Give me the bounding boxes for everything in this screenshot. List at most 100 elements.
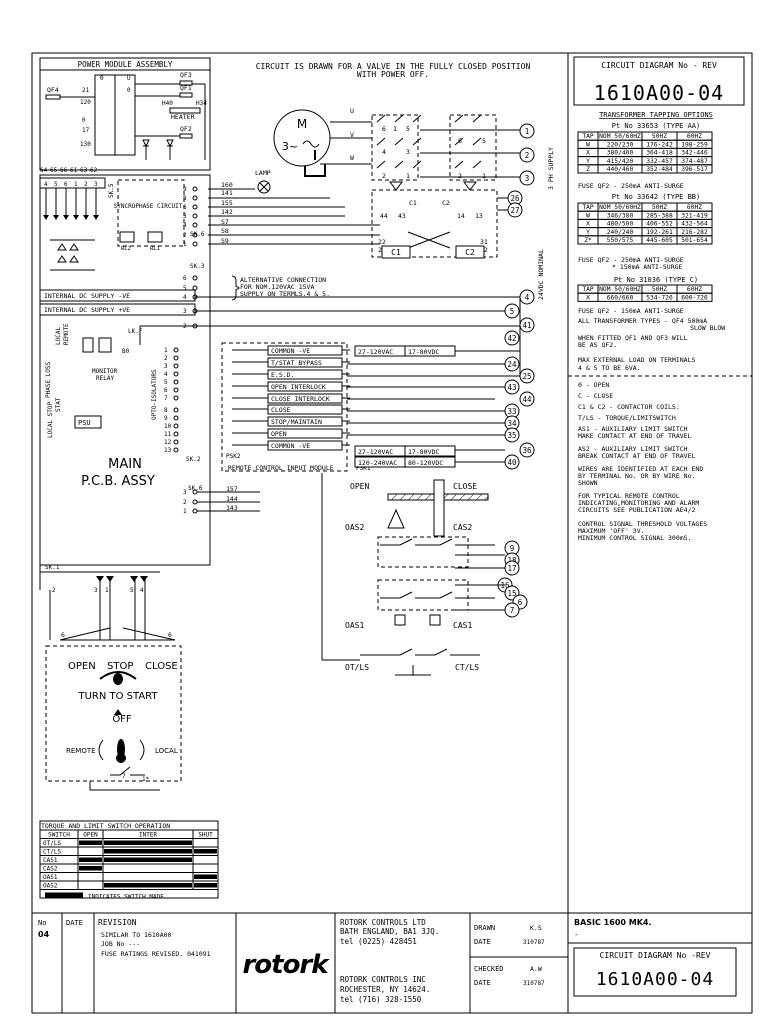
note-typical-1: FOR TYPICAL REMOTE CONTROL [578,492,680,500]
table-cell [676,292,713,302]
connector-pin [192,195,198,201]
label-h40: H40 [162,100,173,107]
table-header-cell: 60HZ [687,133,702,140]
pm-label-u: U [127,75,131,82]
relay-rl1: RL1 [150,246,160,252]
switch-made-bar [194,883,217,888]
wire-142: 142 [221,208,233,216]
sk6-wire-label: 157 [226,485,238,493]
connector-pin [173,371,179,377]
terminal-number: 7 [510,606,515,615]
note-tls: T/LS - TORQUE/LIMITSWITCH [578,414,676,422]
switch-table-legend: INDICATES SWITCH MADE [88,894,164,901]
sk2-label: SK.2 [186,456,201,463]
table-header-cell: NOM 50/60HZ [599,133,641,140]
table-value-cell: 534-726 [646,294,673,301]
selector-remote: REMOTE [66,747,96,755]
pin-61: 61 [70,167,78,174]
revision-line-2: JOB No --- [101,940,140,948]
psk2-label: PSK2 [226,453,241,460]
local-stop: LOCAL STOP [47,401,54,438]
local-label: LOCAL [55,327,62,345]
c1-contact-1b: 1 [406,172,410,180]
c1-contact-4: 4 [382,148,386,156]
header-note-line-1: CIRCUIT IS DRAWN FOR A VALVE IN THE FULL… [256,62,531,71]
psk1-label: PSK1 [356,465,371,472]
terminal-number: 2 [525,151,530,160]
date-label: DATE [66,919,83,927]
checked-value: A.W [530,965,542,973]
wire-s7: S7 [221,218,229,226]
relay-rl2: RL2 [121,246,131,252]
transformer-title: TRANSFORMER TAPPING OPTIONS [599,111,713,119]
no-value: 04 [38,930,50,939]
note-typical-3: CIRCUITS SEE PUBLICATION AE4/2 [578,506,695,514]
pin-66: 66 [60,167,68,174]
company-us-3: tel (716) 328-1550 [340,995,422,1004]
no-label: No [38,919,46,927]
pin-top-4: 4 [44,181,48,188]
phase-loss: PHASE LOSS [45,361,52,398]
terminal-27 [507,202,523,218]
switch-made-bar [104,840,192,845]
table-value-cell: 304-418 [646,150,673,157]
fuse-qf1: QF1 [180,84,192,92]
ls-oas2: OAS2 [345,523,364,532]
ls-ctls: CT/LS [455,663,479,672]
note-as1-detail: MAKE CONTACT AT END OF TRAVEL [578,432,692,440]
terminal-42 [504,330,520,346]
table-header-cell: NOM 50/60HZ [599,286,641,293]
power-module-assembly: POWER MODULE ASSEMBLY 0 21 120 0 17 130 … [39,57,211,171]
pin-number: 10 [164,423,172,430]
transformer-note-3: WHEN FITTED QF1 AND QF3 WILL [578,334,688,342]
volt-b1-dc: 17-80VDC [408,448,439,456]
switch-name: OAS1 [43,874,58,881]
table-value-cell: Z [586,166,590,173]
connector-pin [173,423,179,429]
table-header-cell: NOM 50/60HZ [599,204,641,211]
table-value-cell: 332-457 [646,158,673,165]
label-heater: HEATER [171,113,195,121]
pin-number: 12 [164,439,172,446]
connector-pin [173,431,179,437]
table-value-cell: 216-282 [681,229,708,236]
connector-pin [192,241,198,247]
switch-name: CT/LS [43,849,61,856]
pm-label-21: 21 [82,87,90,94]
terminal-number: 16 [500,581,510,590]
main-pcb-title: P.C.B. ASSY [81,474,155,489]
terminal-number: 26 [510,194,520,203]
c2-contact-5: 5 [482,137,486,145]
pin-number: 1 [183,241,187,248]
monitor-relay-2: RELAY [96,375,114,382]
pin-number: 4 [183,294,187,301]
switch-name: CAS2 [43,866,58,873]
switch-table-header-text: SHUT [198,832,213,839]
selector-turn-to-start: TURN TO START [77,691,158,702]
main-pcb-assembly: 64 65 66 61 63 62 4 5 6 1 2 3 SK.5 SYNCR… [39,167,260,590]
connector-pin [173,363,179,369]
type-c-part: Pt No 31036 (TYPE C) [614,276,698,284]
switch-table-header-text: INTER [139,832,157,839]
transformer-note-2: SLOW BLOW [690,324,725,332]
aux-22: 22 [378,238,386,246]
switch-made-bar [194,849,217,854]
note-wires-2: BY TERMINAL No. OR BY WIRE No. [578,472,695,480]
terminal-number: 17 [507,564,516,573]
terminal-number: 33 [507,407,516,416]
table-header-cell: 60HZ [687,204,702,211]
table-value-cell: 600-726 [681,294,708,301]
sk3-label: SK.3 [190,263,205,270]
table-value-cell: 440/460 [607,166,634,173]
aux-31: 31 [480,238,488,246]
note-threshold-1: CONTROL SIGNAL THRESHOLD VOLTAGES [578,520,707,528]
switch-name: OAS2 [43,883,58,890]
pm-label-0c: 0 [127,87,131,94]
internal-dc-neg: INTERNAL DC SUPPLY -VE [44,292,130,300]
sel-pin-1: 1 [105,587,109,594]
table-value-cell: 396-517 [681,166,708,173]
terminal-5 [504,303,520,319]
terminal-wiring [139,296,521,463]
switch-made-bar [104,849,192,854]
terminal-43 [504,379,520,395]
